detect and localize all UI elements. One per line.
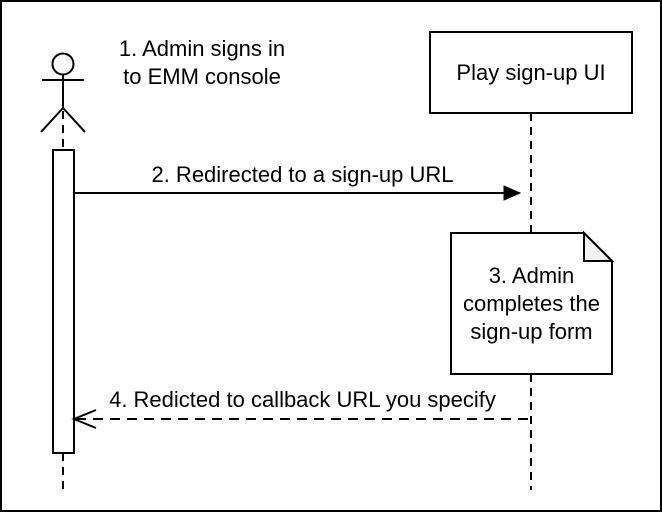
actor-figure-icon (40, 52, 86, 133)
note-shape (450, 232, 613, 375)
note-label-line2: completes the (463, 291, 600, 316)
actor-label-line2: to EMM console (123, 64, 281, 89)
message4-label: 4. Redicted to callback URL you specify (109, 387, 496, 412)
actor-label-line1: 1. Admin signs in (118, 36, 286, 61)
actor-head (51, 52, 75, 76)
note-label-line1: 3. Admin (488, 263, 575, 288)
play-signup-ui-box (429, 31, 633, 114)
note-fold-icon (583, 230, 615, 262)
activation-bar (52, 149, 75, 454)
note-label: 3. Admin completes the sign-up form (451, 262, 612, 346)
message4-arrowhead-icon (71, 409, 97, 429)
actor-leg-right (62, 107, 86, 133)
note-label-line3: sign-up form (470, 319, 593, 344)
actor-leg-left (40, 107, 64, 133)
play-signup-ui-label: Play sign-up UI (456, 59, 606, 85)
message2-label: 2. Redirected to a sign-up URL (151, 162, 454, 187)
message2-arrowhead-icon (503, 185, 522, 201)
actor-label: 1. Admin signs in to EMM console (102, 35, 302, 91)
